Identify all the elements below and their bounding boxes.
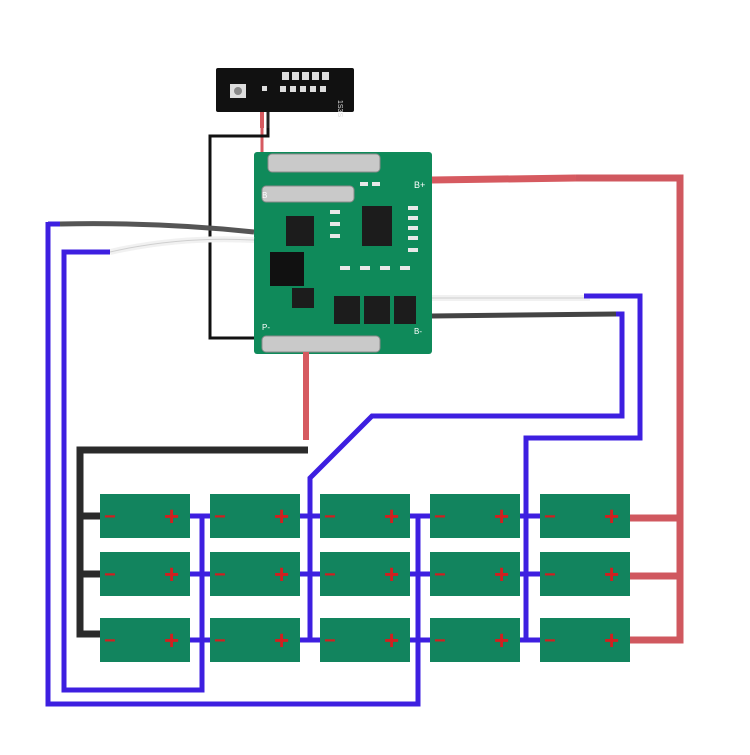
cell-positive-terminal: + — [164, 625, 179, 655]
battery-cell: −+ — [320, 494, 410, 538]
cell-negative-terminal: − — [434, 630, 446, 652]
cell-negative-terminal: − — [434, 564, 446, 586]
cell-body — [540, 494, 630, 538]
ic-chip-icon — [286, 216, 314, 246]
battery-cells: −+−+−+−+−+−+−+−+−+−+−+−+−+−+−+ — [100, 494, 630, 662]
white-balance-left-outline — [109, 238, 255, 253]
cell-body — [320, 494, 410, 538]
smd-components — [330, 182, 418, 270]
cell-negative-terminal: − — [104, 630, 116, 652]
b-tab — [261, 185, 355, 203]
p-tab — [261, 335, 381, 353]
cell-positive-terminal: + — [274, 559, 289, 589]
battery-cell: −+ — [540, 552, 630, 596]
indicator-board: 1S3S — [216, 68, 354, 117]
cell-body — [210, 494, 300, 538]
mosfet-3 — [394, 296, 416, 324]
cell-body — [430, 494, 520, 538]
bplus-tab — [267, 153, 381, 173]
cell-body — [210, 618, 300, 662]
battery-cell: −+ — [320, 552, 410, 596]
cell-body — [430, 552, 520, 596]
cell-positive-terminal: + — [384, 501, 399, 531]
cell-positive-terminal: + — [274, 501, 289, 531]
cell-body — [100, 618, 190, 662]
cell-negative-terminal: − — [324, 630, 336, 652]
cell-positive-terminal: + — [604, 559, 619, 589]
pcb-label-p: P- — [262, 323, 270, 332]
button-cap — [234, 87, 242, 95]
positive-main-wire — [576, 174, 684, 644]
cell-negative-terminal: − — [434, 506, 446, 528]
cell-negative-terminal: − — [104, 564, 116, 586]
cell-negative-terminal: − — [544, 506, 556, 528]
mosfet-small — [292, 288, 314, 308]
cell-positive-terminal: + — [164, 501, 179, 531]
balance-wire-middle — [307, 311, 625, 640]
pcb-label-bplus: B+ — [414, 180, 425, 190]
indicator-black-wire — [208, 128, 270, 340]
cell-body — [320, 552, 410, 596]
balance-wire-inner — [61, 249, 205, 693]
balance-wire-outer — [45, 221, 421, 707]
battery-cell: −+ — [100, 618, 190, 662]
cell-positive-terminal: + — [164, 559, 179, 589]
grey-balance-right — [431, 311, 617, 319]
led-pads — [262, 72, 329, 92]
bms-pcb: B+ B P- B- — [254, 152, 432, 354]
cell-positive-terminal: + — [494, 559, 509, 589]
pcb-label-b: B — [262, 191, 267, 200]
cell-negative-terminal: − — [214, 630, 226, 652]
battery-cell: −+ — [210, 552, 300, 596]
battery-cell: −+ — [540, 618, 630, 662]
cell-negative-terminal: − — [214, 564, 226, 586]
balance-wires — [45, 221, 643, 707]
pcb-label-bminus: B- — [414, 327, 422, 336]
cell-positive-terminal: + — [494, 625, 509, 655]
cell-negative-terminal: − — [324, 506, 336, 528]
ic-chip-icon-2 — [362, 206, 392, 246]
cell-positive-terminal: + — [494, 501, 509, 531]
cell-body — [540, 618, 630, 662]
grey-balance-left — [59, 221, 255, 235]
cell-body — [540, 552, 630, 596]
battery-cell: −+ — [100, 552, 190, 596]
mosfet-2 — [364, 296, 390, 324]
cell-body — [100, 552, 190, 596]
cell-negative-terminal: − — [544, 630, 556, 652]
cell-body — [430, 618, 520, 662]
battery-cell: −+ — [430, 494, 520, 538]
cell-positive-terminal: + — [384, 559, 399, 589]
cell-negative-terminal: − — [324, 564, 336, 586]
cell-positive-terminal: + — [604, 625, 619, 655]
cell-negative-terminal: − — [104, 506, 116, 528]
battery-cell: −+ — [100, 494, 190, 538]
cell-positive-terminal: + — [604, 501, 619, 531]
cell-positive-terminal: + — [384, 625, 399, 655]
mosfet-large — [270, 252, 304, 286]
cell-negative-terminal: − — [544, 564, 556, 586]
mosfet-1 — [334, 296, 360, 324]
battery-cell: −+ — [540, 494, 630, 538]
balance-wire-right — [523, 293, 643, 640]
negative-main-wire — [76, 446, 308, 638]
battery-cell: −+ — [430, 552, 520, 596]
battery-cell: −+ — [430, 618, 520, 662]
cell-body — [100, 494, 190, 538]
battery-cell: −+ — [210, 618, 300, 662]
cell-body — [320, 618, 410, 662]
series-links — [190, 513, 540, 643]
battery-cell: −+ — [320, 618, 410, 662]
cell-negative-terminal: − — [214, 506, 226, 528]
cell-positive-terminal: + — [274, 625, 289, 655]
indicator-label: 1S3S — [336, 100, 343, 117]
cell-body — [210, 552, 300, 596]
bplus-red-wire — [431, 174, 577, 184]
battery-cell: −+ — [210, 494, 300, 538]
